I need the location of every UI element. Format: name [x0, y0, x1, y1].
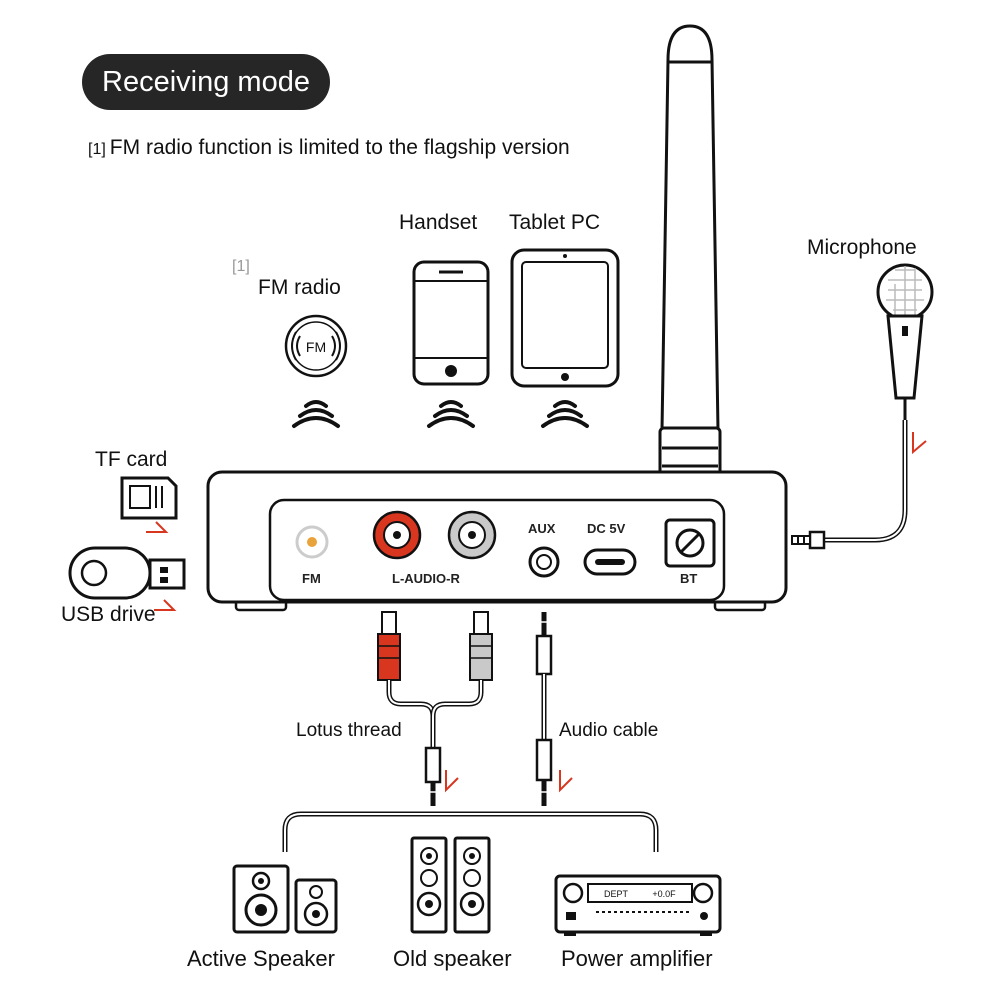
amp-display-left: DEPT: [604, 889, 629, 899]
tablet-label: Tablet PC: [509, 211, 601, 234]
usb-drive-icon: [68, 546, 186, 600]
power-amplifier-icon: DEPT +0.0F: [554, 874, 722, 936]
audio-port-label: L-AUDIO-R: [392, 571, 460, 586]
fm-radio-icon: FM: [284, 314, 348, 378]
aux-port-label: AUX: [528, 521, 556, 536]
footnote-text: FM radio function is limited to the flag…: [109, 136, 570, 159]
bt-port-label: BT: [680, 571, 698, 586]
old-speaker-label: Old speaker: [393, 946, 512, 971]
handset-label: Handset: [399, 211, 478, 234]
receiving-mode-title: Receiving mode: [82, 54, 330, 110]
microphone-plug-icon: [791, 530, 826, 550]
audio-cable-arrow-icon: [559, 770, 573, 793]
aux-port-icon: [528, 546, 560, 578]
audio-cable-label: Audio cable: [559, 720, 659, 741]
tablet-icon: [510, 248, 620, 388]
power-amplifier-label: Power amplifier: [561, 946, 713, 971]
microphone-label: Microphone: [807, 236, 917, 259]
amp-display-right: +0.0F: [652, 889, 676, 899]
rca-right-port-icon: [447, 510, 497, 560]
fm-ref-mark: [1]: [232, 258, 250, 275]
wireless-signal-icon: [292, 400, 589, 428]
antenna-icon: [658, 24, 722, 532]
tf-card-icon: [120, 476, 178, 520]
usb-drive-label: USB drive: [61, 603, 156, 626]
lotus-arrow-icon: [445, 770, 459, 793]
lotus-thread-cable: [377, 611, 493, 806]
active-speaker-icon: [232, 864, 338, 934]
microphone-cable: [822, 420, 908, 543]
dc-port-label: DC 5V: [587, 521, 626, 536]
bt-antenna-connector-icon: [664, 518, 716, 568]
usb-c-port-icon: [583, 548, 637, 576]
lotus-thread-label: Lotus thread: [296, 720, 402, 741]
footnote-ref: [1]: [88, 141, 106, 158]
microphone-icon: [876, 263, 934, 420]
handset-icon: [412, 260, 490, 386]
fm-icon-text: FM: [306, 339, 326, 355]
active-speaker-label: Active Speaker: [187, 946, 335, 971]
footnote: [1]FM radio function is limited to the f…: [88, 136, 570, 160]
audio-cable: [535, 612, 553, 806]
fm-port-icon: [295, 525, 329, 559]
tf-card-arrow-icon: [146, 521, 169, 533]
microphone-arrow-icon: [912, 432, 927, 455]
old-speaker-icon: [410, 836, 491, 934]
fm-radio-label: FM radio: [258, 276, 341, 299]
tf-card-label: TF card: [95, 448, 168, 471]
usb-drive-arrow-icon: [154, 599, 177, 611]
rca-left-port-icon: [372, 510, 422, 560]
fm-port-label: FM: [302, 571, 321, 586]
